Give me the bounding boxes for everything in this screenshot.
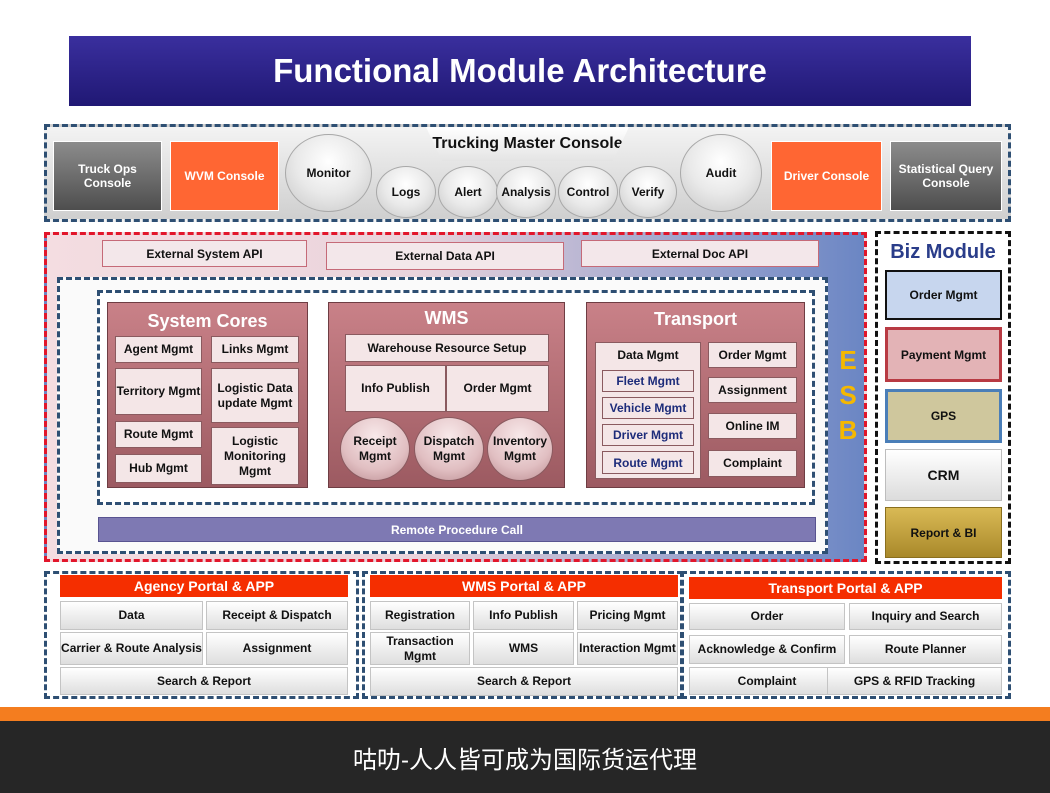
links-mgmt[interactable]: Links Mgmt [211, 336, 299, 363]
esb-label: E S B [836, 343, 860, 448]
external-system-api[interactable]: External System API [102, 240, 307, 267]
transport-acknowledge-confirm[interactable]: Acknowledge & Confirm [689, 635, 845, 664]
system-cores-title: System Cores [147, 310, 268, 331]
agency-data[interactable]: Data [60, 601, 203, 630]
biz-module-title: Biz Module [890, 240, 996, 263]
agency-portal-title: Agency Portal & APP [60, 575, 348, 597]
wms-interaction-mgmt[interactable]: Interaction Mgmt [577, 632, 678, 665]
biz-report-bi[interactable]: Report & BI [885, 507, 1002, 558]
page-title: Functional Module Architecture [69, 36, 971, 106]
wms-info-publish[interactable]: Info Publish [345, 365, 446, 412]
footer-caption: 咕叻-人人皆可成为国际货运代理 [0, 721, 1050, 793]
esb-letter-b: B [838, 415, 858, 445]
logs-module[interactable]: Logs [376, 166, 436, 218]
agency-receipt-dispatch[interactable]: Receipt & Dispatch [206, 601, 348, 630]
agent-mgmt[interactable]: Agent Mgmt [115, 336, 202, 363]
analysis-module[interactable]: Analysis [496, 166, 556, 218]
esb-letter-s: S [839, 380, 857, 410]
transport-title: Transport [653, 308, 737, 329]
driver-mgmt[interactable]: Driver Mgmt [602, 424, 694, 446]
wms-order-mgmt[interactable]: Order Mgmt [446, 365, 549, 412]
external-data-api[interactable]: External Data API [326, 242, 564, 270]
complaint[interactable]: Complaint [708, 450, 797, 477]
trucking-master-console-header: Trucking Master Console [426, 127, 629, 161]
remote-procedure-call[interactable]: Remote Procedure Call [98, 517, 816, 542]
online-im[interactable]: Online IM [708, 413, 797, 439]
transport-route-planner[interactable]: Route Planner [849, 635, 1002, 664]
agency-search-report[interactable]: Search & Report [60, 667, 348, 695]
vehicle-mgmt[interactable]: Vehicle Mgmt [602, 397, 694, 419]
wms-title: WMS [424, 307, 469, 328]
dispatch-mgmt[interactable]: Dispatch Mgmt [414, 417, 484, 481]
wms-transaction-mgmt[interactable]: Transaction Mgmt [370, 632, 470, 665]
hub-mgmt[interactable]: Hub Mgmt [115, 454, 202, 483]
verify-module[interactable]: Verify [619, 166, 677, 218]
fleet-mgmt[interactable]: Fleet Mgmt [602, 370, 694, 392]
wms-search-report[interactable]: Search & Report [370, 667, 678, 696]
footer-stripe [0, 707, 1050, 721]
receipt-mgmt[interactable]: Receipt Mgmt [340, 417, 410, 481]
control-module[interactable]: Control [558, 166, 618, 218]
agency-assignment[interactable]: Assignment [206, 632, 348, 665]
wms-portal-wms[interactable]: WMS [473, 632, 574, 665]
truck-ops-console[interactable]: Truck Ops Console [53, 141, 162, 211]
transport-portal-complaint[interactable]: Complaint [689, 667, 845, 695]
statistical-query-console[interactable]: Statistical Query Console [890, 141, 1002, 211]
audit-module[interactable]: Audit [680, 134, 762, 212]
wms-portal-title: WMS Portal & APP [370, 575, 678, 597]
logistic-data-update-mgmt[interactable]: Logistic Data update Mgmt [211, 368, 299, 423]
transport-order-mgmt[interactable]: Order Mgmt [708, 342, 797, 368]
external-doc-api[interactable]: External Doc API [581, 240, 819, 267]
logistic-monitoring-mgmt[interactable]: Logistic Monitoring Mgmt [211, 427, 299, 485]
route-mgmt-core[interactable]: Route Mgmt [115, 421, 202, 448]
transport-portal-title: Transport Portal & APP [689, 577, 1002, 599]
biz-gps[interactable]: GPS [885, 389, 1002, 443]
transport-gps-rfid-tracking[interactable]: GPS & RFID Tracking [827, 667, 1002, 695]
biz-crm[interactable]: CRM [885, 449, 1002, 501]
transport-inquiry-search[interactable]: Inquiry and Search [849, 603, 1002, 630]
inventory-mgmt[interactable]: Inventory Mgmt [487, 417, 553, 481]
biz-payment-mgmt[interactable]: Payment Mgmt [885, 327, 1002, 382]
transport-portal-order[interactable]: Order [689, 603, 845, 630]
territory-mgmt[interactable]: Territory Mgmt [115, 368, 202, 415]
alert-module[interactable]: Alert [438, 166, 498, 218]
wms-pricing-mgmt[interactable]: Pricing Mgmt [577, 601, 678, 630]
wms-registration[interactable]: Registration [370, 601, 470, 630]
wms-portal-info-publish[interactable]: Info Publish [473, 601, 574, 630]
assignment[interactable]: Assignment [708, 377, 797, 403]
monitor-module[interactable]: Monitor [285, 134, 372, 212]
transport-route-mgmt[interactable]: Route Mgmt [602, 451, 694, 474]
data-mgmt-label: Data Mgmt [617, 348, 679, 362]
agency-carrier-route-analysis[interactable]: Carrier & Route Analysis [60, 632, 203, 665]
driver-console[interactable]: Driver Console [771, 141, 882, 211]
esb-letter-e: E [839, 345, 857, 375]
warehouse-resource-setup[interactable]: Warehouse Resource Setup [345, 334, 549, 362]
biz-order-mgmt[interactable]: Order Mgmt [885, 270, 1002, 320]
wvm-console[interactable]: WVM Console [170, 141, 279, 211]
